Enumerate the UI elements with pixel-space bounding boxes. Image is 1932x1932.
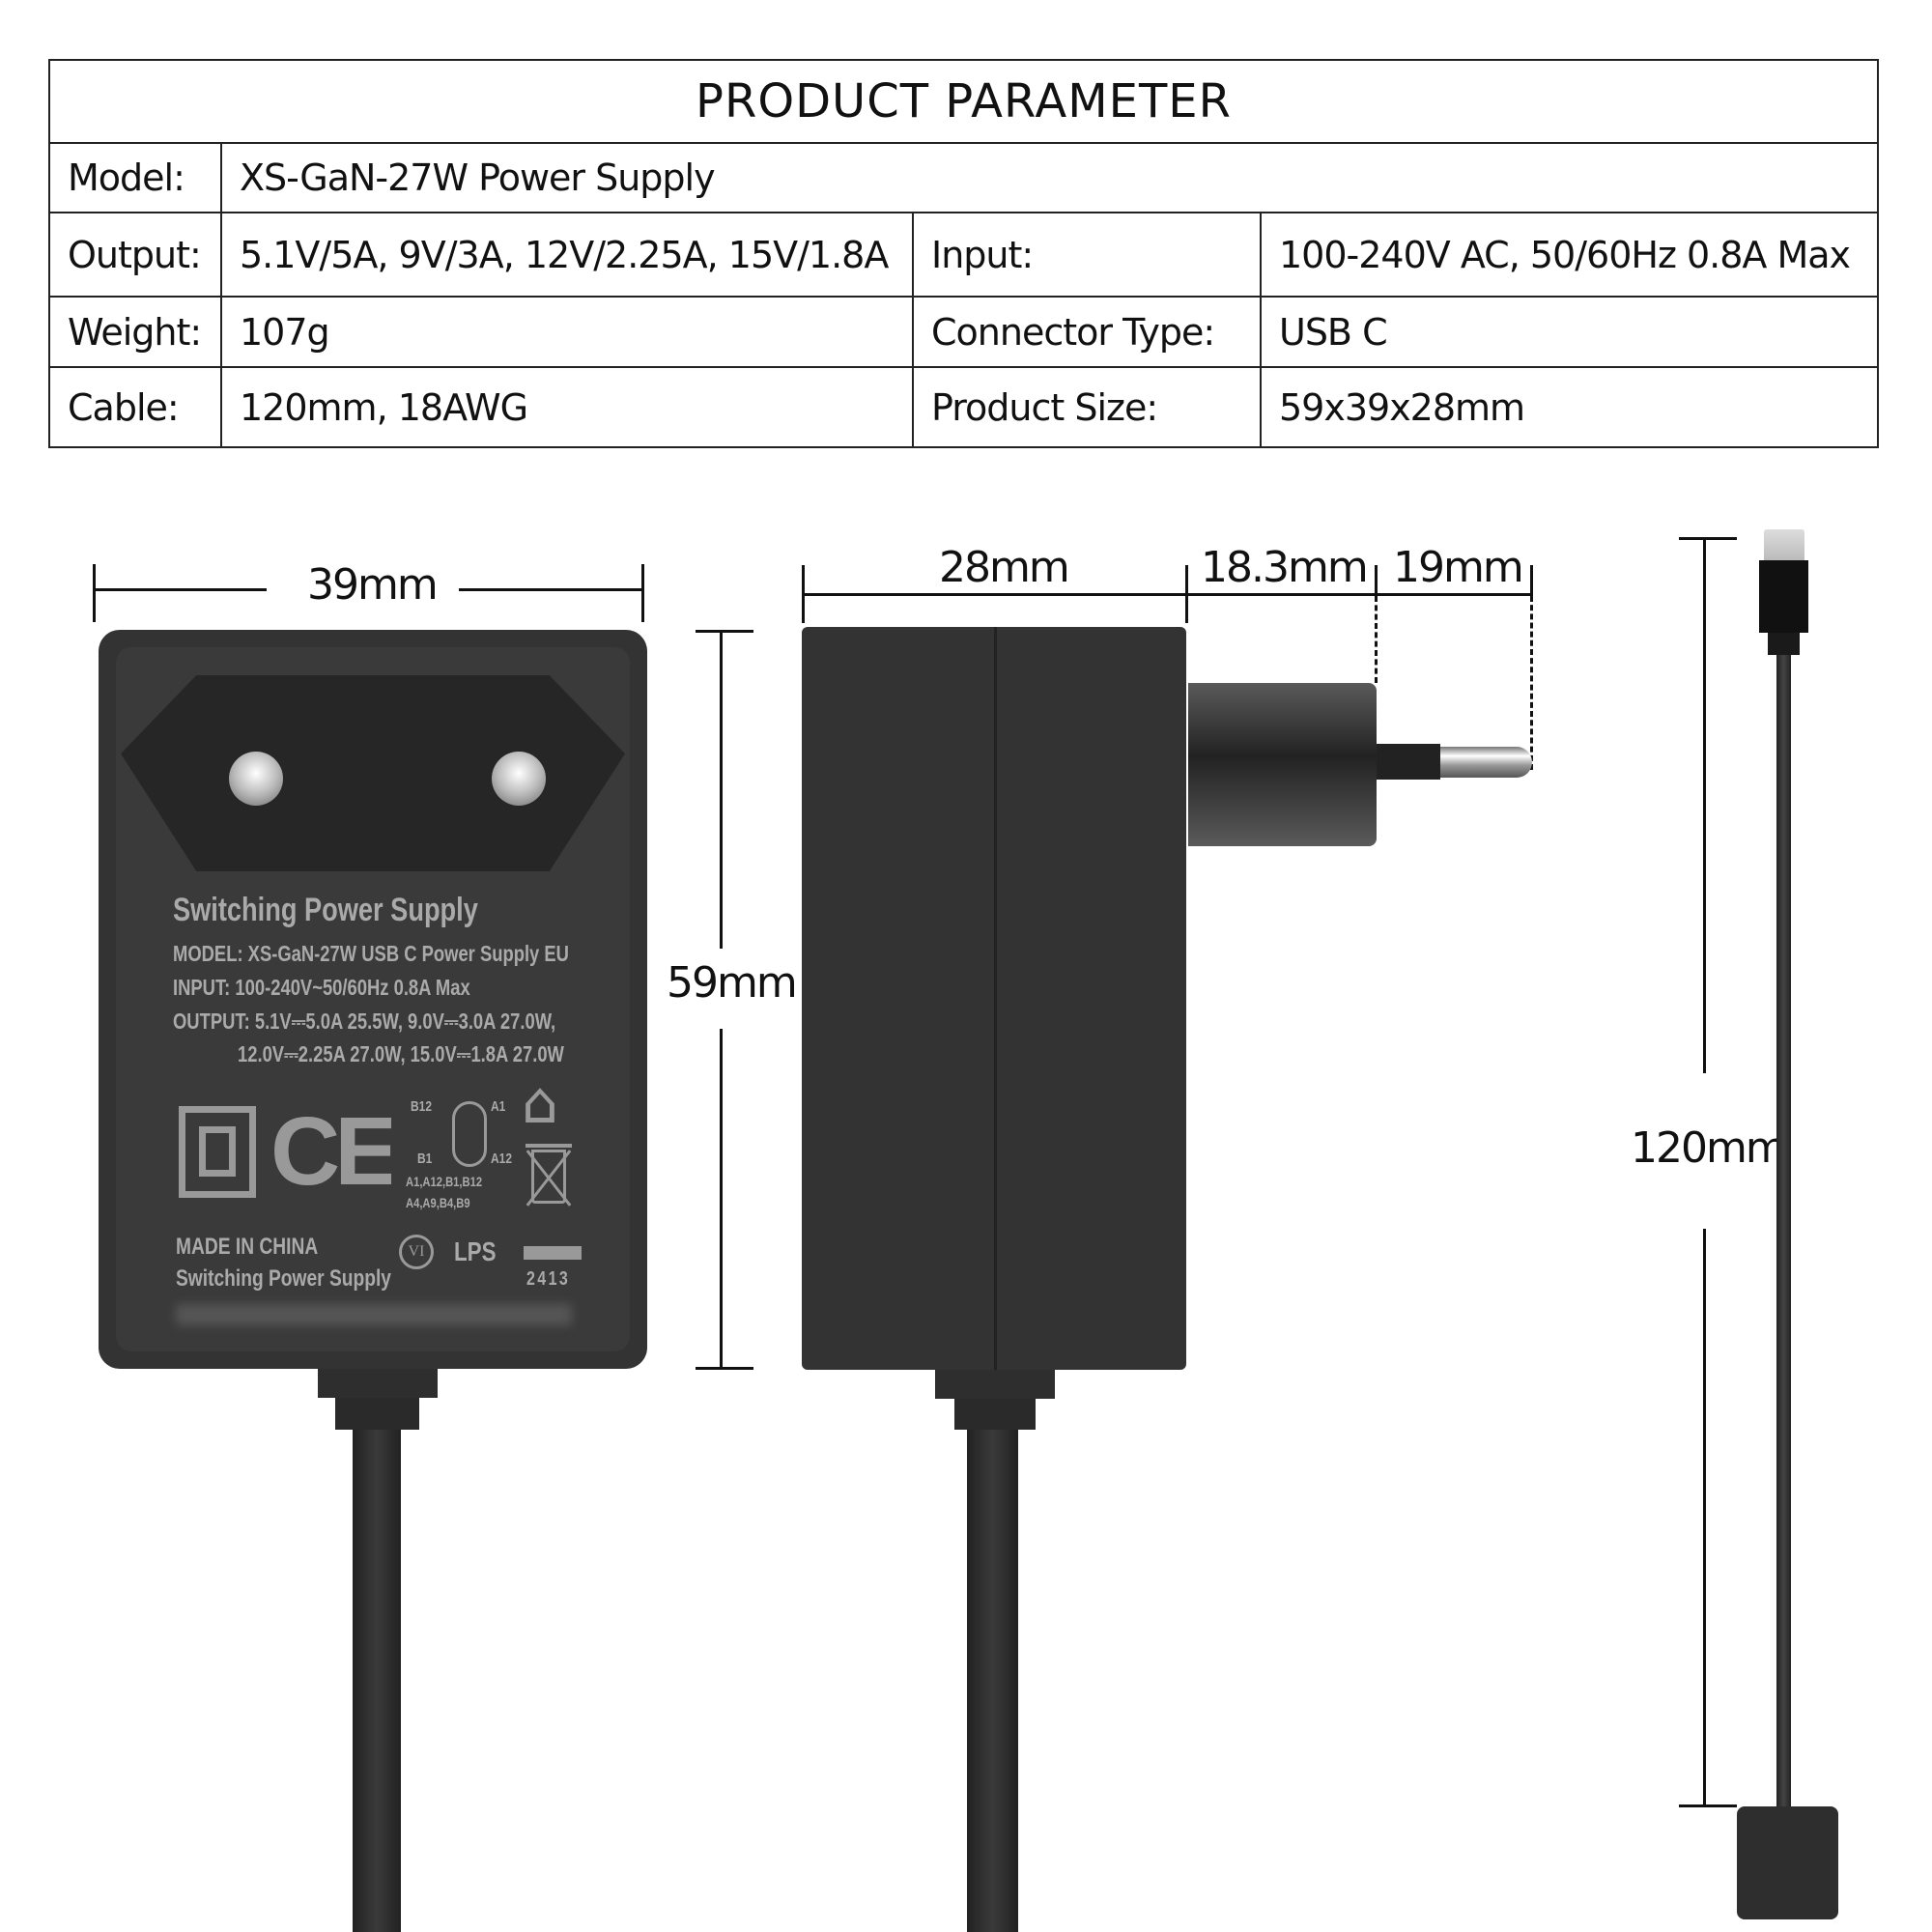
cable xyxy=(353,1430,401,1932)
dim-dash xyxy=(1530,596,1533,770)
usb-c-housing xyxy=(1759,560,1808,633)
height-dimension: 59mm xyxy=(667,958,798,1008)
dim-tick xyxy=(641,564,644,622)
dim-line xyxy=(802,593,1533,596)
made-in-china: MADE IN CHINA xyxy=(176,1234,319,1260)
efficiency-vi-icon: VI xyxy=(399,1235,434,1269)
dim-tick xyxy=(1679,537,1737,540)
dim-line xyxy=(720,630,723,949)
label-output: OUTPUT: 5.1V⎓5.0A 25.5W, 9.0V⎓3.0A 27.0W… xyxy=(173,1009,556,1034)
plug-pin-icon xyxy=(492,752,546,806)
cable-length-dimension: 120mm xyxy=(1631,1123,1787,1173)
pin-insulation xyxy=(1377,744,1440,780)
label-model: MODEL: XS-GaN-27W USB C Power Supply EU xyxy=(173,941,569,966)
double-insulation-icon xyxy=(179,1106,256,1198)
dim-line xyxy=(459,588,642,591)
side-plug-pin xyxy=(1440,747,1532,778)
label-output-2: 12.0V⎓2.25A 27.0W, 15.0V⎓1.8A 27.0W xyxy=(238,1041,564,1066)
date-code: 2413 xyxy=(526,1268,571,1290)
pin-note: A4,A9,B4,B9 xyxy=(406,1195,470,1210)
cable xyxy=(967,1430,1018,1932)
lps-mark: LPS xyxy=(454,1236,497,1266)
label-title: Switching Power Supply xyxy=(173,892,478,928)
blurred-manufacturer xyxy=(176,1304,572,1325)
charger-side-body xyxy=(802,627,1186,1370)
dim-tick xyxy=(1530,565,1533,594)
usb-c-pinout-icon xyxy=(452,1101,487,1167)
cable-strain-relief xyxy=(954,1399,1036,1430)
cable-label: Cable: xyxy=(48,366,222,448)
dim-line xyxy=(1703,537,1706,1073)
input-label: Input: xyxy=(912,212,1262,298)
size-value: 59x39x28mm xyxy=(1260,366,1879,448)
size-label: Product Size: xyxy=(912,366,1262,448)
width-dimension: 39mm xyxy=(307,560,439,610)
weight-label: Weight: xyxy=(48,296,222,368)
model-label: Model: xyxy=(48,142,222,213)
side-plug-block xyxy=(1188,683,1377,846)
usb-c-strain-relief xyxy=(1768,633,1800,655)
dim-tick xyxy=(93,564,96,622)
cable xyxy=(1776,655,1791,1809)
eu-plug-face xyxy=(121,675,625,871)
cable-strain-relief xyxy=(935,1370,1055,1399)
connector-label: Connector Type: xyxy=(912,296,1262,368)
table-title: PRODUCT PARAMETER xyxy=(48,59,1879,144)
cable-end-block xyxy=(1737,1806,1838,1919)
output-label: Output: xyxy=(48,212,222,298)
label-input: INPUT: 100-240V~50/60Hz 0.8A Max xyxy=(173,975,470,1000)
dim-line xyxy=(1703,1229,1706,1806)
label-footer: Switching Power Supply xyxy=(176,1265,391,1292)
cable-strain-relief xyxy=(335,1398,419,1430)
pin-dimension: 19mm xyxy=(1393,543,1524,592)
input-value: 100-240V AC, 50/60Hz 0.8A Max xyxy=(1260,212,1879,298)
dim-line xyxy=(93,588,267,591)
label-bar xyxy=(524,1246,582,1260)
usb-c-connector-icon xyxy=(1764,529,1804,560)
output-value: 5.1V/5A, 9V/3A, 12V/2.25A, 15V/1.8A xyxy=(220,212,914,298)
plug-pin-icon xyxy=(229,752,283,806)
pin-label: A1 xyxy=(491,1098,506,1115)
product-parameter-table: PRODUCT PARAMETER Model:XS-GaN-27W Power… xyxy=(48,59,1879,448)
plug-dimension: 18.3mm xyxy=(1201,543,1369,592)
cable-strain-relief xyxy=(318,1369,438,1398)
dim-dash xyxy=(1375,596,1378,683)
indoor-use-house-icon: ⌂ xyxy=(522,1069,559,1137)
model-value: XS-GaN-27W Power Supply xyxy=(220,142,1879,213)
ce-mark-icon: CE xyxy=(270,1103,391,1200)
dim-tick xyxy=(1375,565,1378,594)
pin-label: B1 xyxy=(417,1151,433,1167)
pin-label: B12 xyxy=(411,1098,433,1115)
weight-value: 107g xyxy=(220,296,914,368)
dim-tick xyxy=(696,1367,753,1370)
pin-note: A1,A12,B1,B12 xyxy=(406,1174,483,1189)
dim-tick xyxy=(696,630,753,633)
connector-value: USB C xyxy=(1260,296,1879,368)
pin-label: A12 xyxy=(491,1151,513,1167)
weee-crossed-bin-icon xyxy=(518,1140,580,1217)
dim-tick xyxy=(1679,1804,1737,1807)
cable-value: 120mm, 18AWG xyxy=(220,366,914,448)
depth-dimension: 28mm xyxy=(939,543,1070,592)
dim-line xyxy=(720,1029,723,1369)
